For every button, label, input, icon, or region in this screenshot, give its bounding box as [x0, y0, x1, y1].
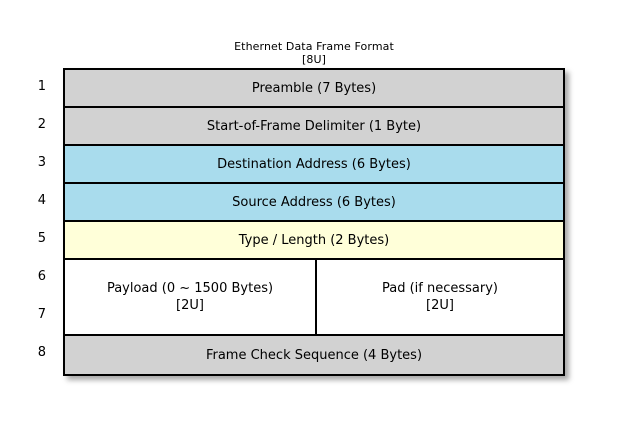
frame-field-label: Type / Length (2 Bytes) — [238, 232, 390, 248]
frame-field-units: [2U] — [176, 298, 204, 313]
frame-field-label: Pad (if necessary) — [381, 281, 498, 296]
row-number-4: 4 — [37, 193, 46, 208]
frame-field-frame-check-sequence: Frame Check Sequence (4 Bytes) — [65, 336, 563, 374]
diagram-title-block: Ethernet Data Frame Format [8U] — [0, 40, 628, 66]
row-number-5: 5 — [37, 231, 46, 246]
frame-field-payload-pad-row: Payload (0 ~ 1500 Bytes) [2U] Pad (if nec… — [65, 260, 563, 336]
frame-field-label: Start-of-Frame Delimiter (1 Byte) — [206, 118, 422, 134]
frame-field-destination-address: Destination Address (6 Bytes) — [65, 146, 563, 184]
frame-field-start-of-frame-delimiter: Start-of-Frame Delimiter (1 Byte) — [65, 108, 563, 146]
page-title: Ethernet Data Frame Format — [234, 40, 394, 53]
row-number-7: 7 — [37, 307, 46, 322]
row-number-8: 8 — [37, 345, 46, 360]
frame-field-units: [2U] — [426, 298, 454, 313]
frame-field-preamble: Preamble (7 Bytes) — [65, 70, 563, 108]
frame-field-label-group: Pad (if necessary) [2U] — [382, 280, 498, 314]
frame-field-label: Source Address (6 Bytes) — [232, 194, 396, 210]
row-number-1: 1 — [37, 79, 46, 94]
row-number-2: 2 — [37, 117, 46, 132]
frame-field-label: Frame Check Sequence (4 Bytes) — [205, 347, 423, 363]
page-title-units: [8U] — [301, 53, 327, 66]
row-number-gutter: 1 2 3 4 5 6 7 8 — [0, 68, 53, 372]
frame-field-label: Payload (0 ~ 1500 Bytes) — [106, 281, 274, 296]
frame-field-label: Destination Address (6 Bytes) — [217, 156, 411, 172]
row-number-6: 6 — [37, 269, 46, 284]
frame-field-label-group: Payload (0 ~ 1500 Bytes) [2U] — [107, 280, 273, 314]
frame-field-payload: Payload (0 ~ 1500 Bytes) [2U] — [65, 260, 317, 334]
frame-field-type-length: Type / Length (2 Bytes) — [65, 222, 563, 260]
frame-field-label: Preamble (7 Bytes) — [251, 80, 377, 96]
ethernet-frame-table: Preamble (7 Bytes) Start-of-Frame Delimi… — [63, 68, 565, 376]
frame-field-pad: Pad (if necessary) [2U] — [317, 260, 563, 334]
row-number-3: 3 — [37, 155, 46, 170]
frame-field-source-address: Source Address (6 Bytes) — [65, 184, 563, 222]
